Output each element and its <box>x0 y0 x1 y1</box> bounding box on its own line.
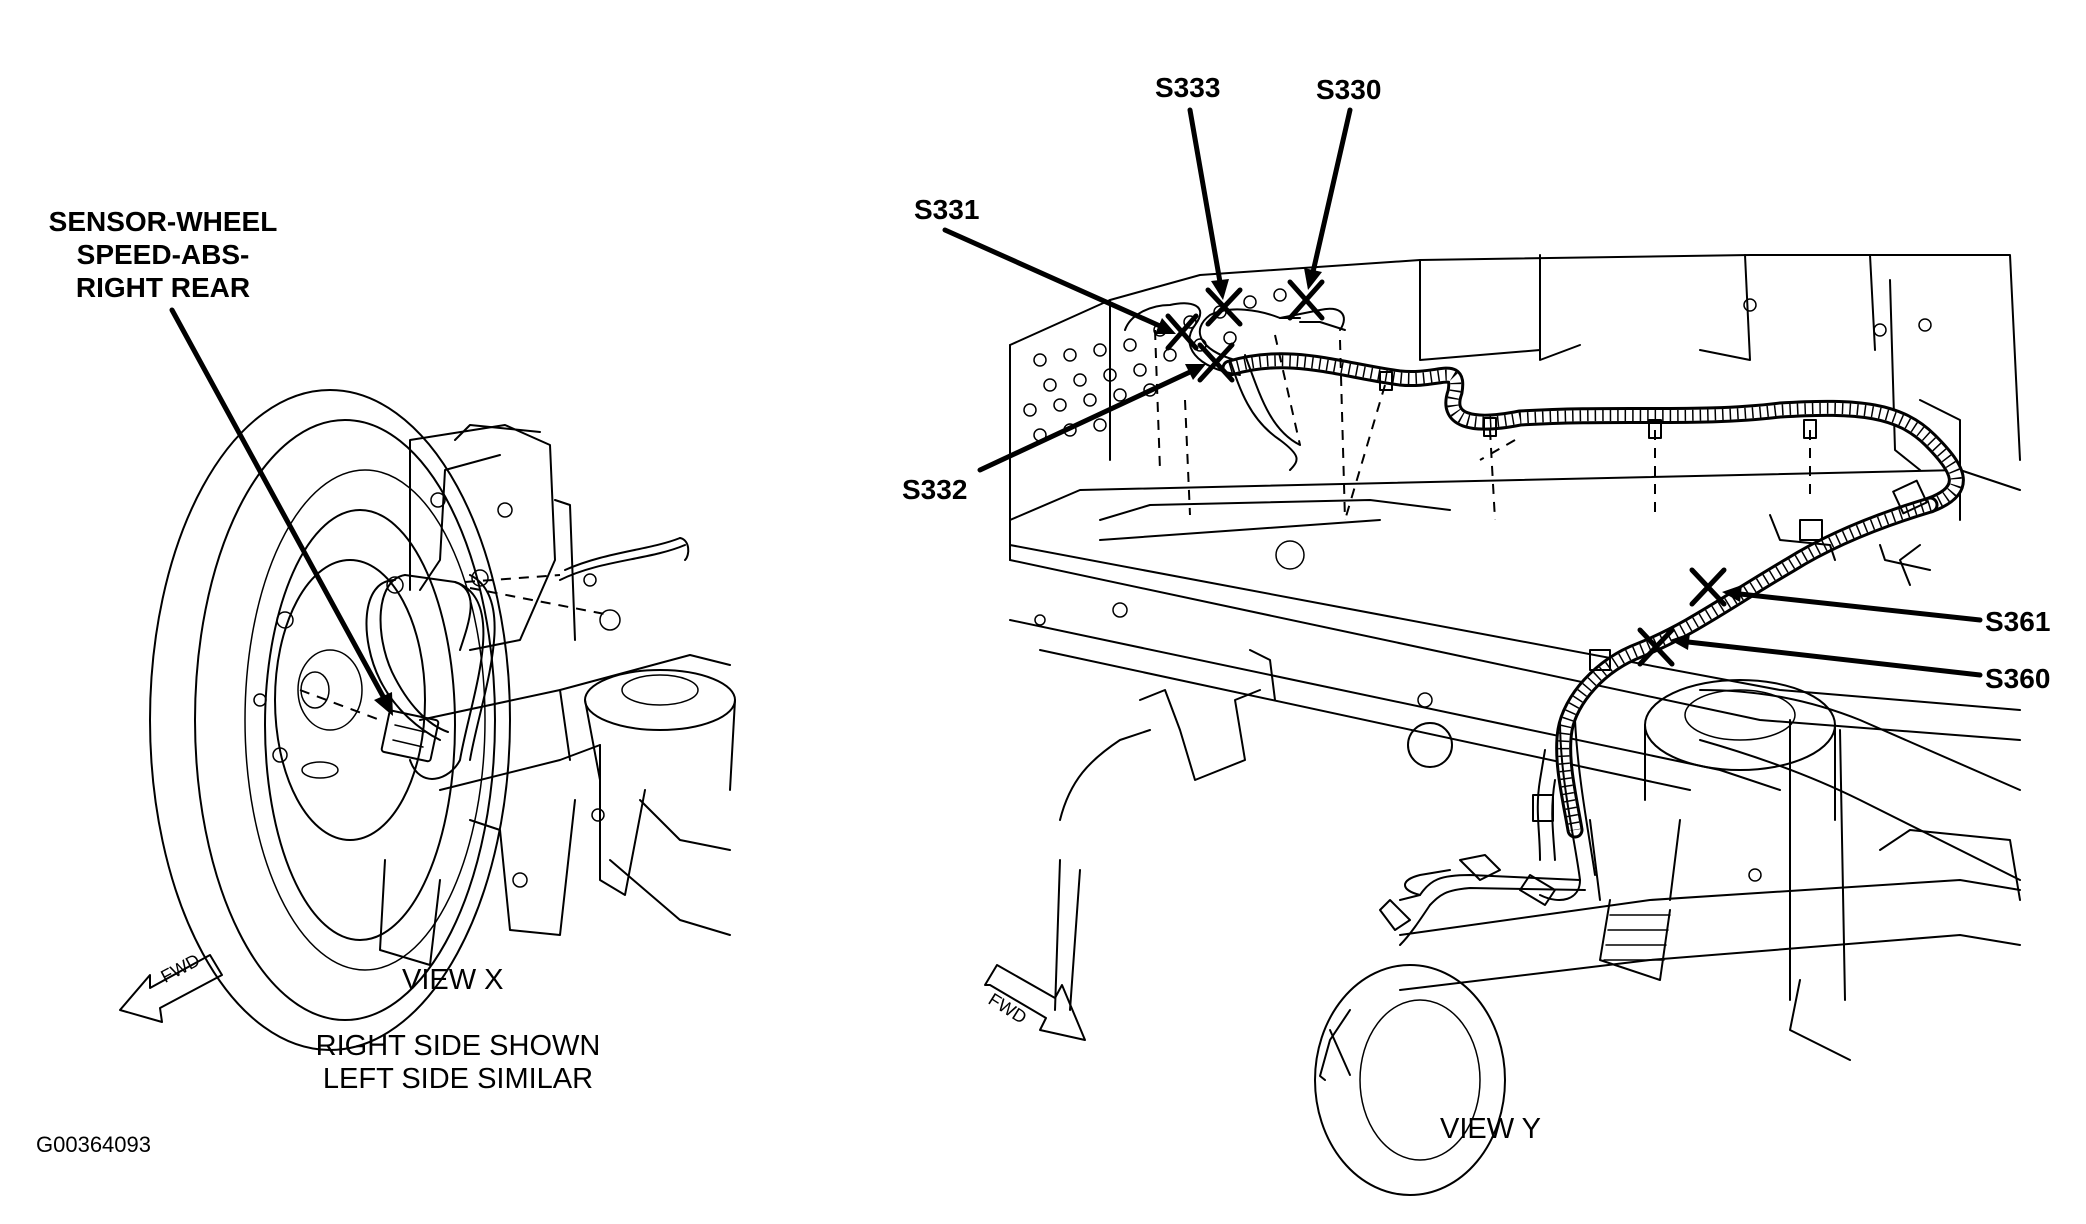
spring-seat <box>1644 679 1836 821</box>
view-x-note-line-1: RIGHT SIDE SHOWN <box>315 1030 601 1062</box>
splice-mark-s332 <box>1197 342 1235 383</box>
splice-label-s332: S332 <box>902 474 968 505</box>
figure-id: G00364093 <box>36 1132 151 1157</box>
sensor-label-line-1: SENSOR-WHEEL <box>48 206 278 237</box>
view-y-illustration <box>942 107 2021 1196</box>
splice-mark-s333 <box>1205 287 1243 327</box>
view-x-note-line-2: LEFT SIDE SIMILAR <box>322 1063 594 1095</box>
sensor-harness <box>299 537 690 780</box>
floor-dimples <box>1023 288 1287 442</box>
rear-axle <box>1314 829 2021 1196</box>
sensor-leader-arrow <box>169 307 393 716</box>
view-x-note: RIGHT SIDE SHOWN LEFT SIDE SIMILAR <box>298 1030 618 1096</box>
splice-label-s361: S361 <box>1985 606 2051 637</box>
wheel-speed-sensor-callout: SENSOR-WHEEL SPEED-ABS- RIGHT REAR <box>28 205 298 304</box>
view-x-illustration <box>119 307 736 1051</box>
splice-label-s331: S331 <box>914 194 980 225</box>
sensor-label-line-3: RIGHT REAR <box>75 272 251 303</box>
splice-label-s330: S330 <box>1316 74 1382 105</box>
sensor-label-line-2: SPEED-ABS- <box>76 239 250 270</box>
shock-absorber <box>1054 649 1681 1011</box>
mounting-bracket <box>409 424 576 651</box>
splice-label-s360: S360 <box>1985 663 2051 694</box>
splice-label-s333: S333 <box>1155 72 1221 103</box>
view-x-fwd-arrow <box>119 954 223 1023</box>
floor-pan <box>1009 254 2021 561</box>
splice-leader-arrows <box>942 107 1983 678</box>
splice-mark-s361 <box>1689 567 1727 607</box>
splice-mark-s331 <box>1165 313 1199 351</box>
splice-mark-s330 <box>1287 279 1325 321</box>
wheel-hub <box>253 559 426 841</box>
splice-mark-s360 <box>1637 627 1675 667</box>
frame-rail <box>1009 469 2021 1001</box>
view-y-fwd-arrow <box>984 964 1086 1041</box>
view-y-title: VIEW Y <box>1440 1113 1541 1145</box>
axle-housing <box>379 654 736 966</box>
splice-markers <box>1165 279 1727 667</box>
wiring-harness <box>1124 302 1965 946</box>
rear-tire <box>149 389 511 1051</box>
view-x-title: VIEW X <box>402 964 504 996</box>
